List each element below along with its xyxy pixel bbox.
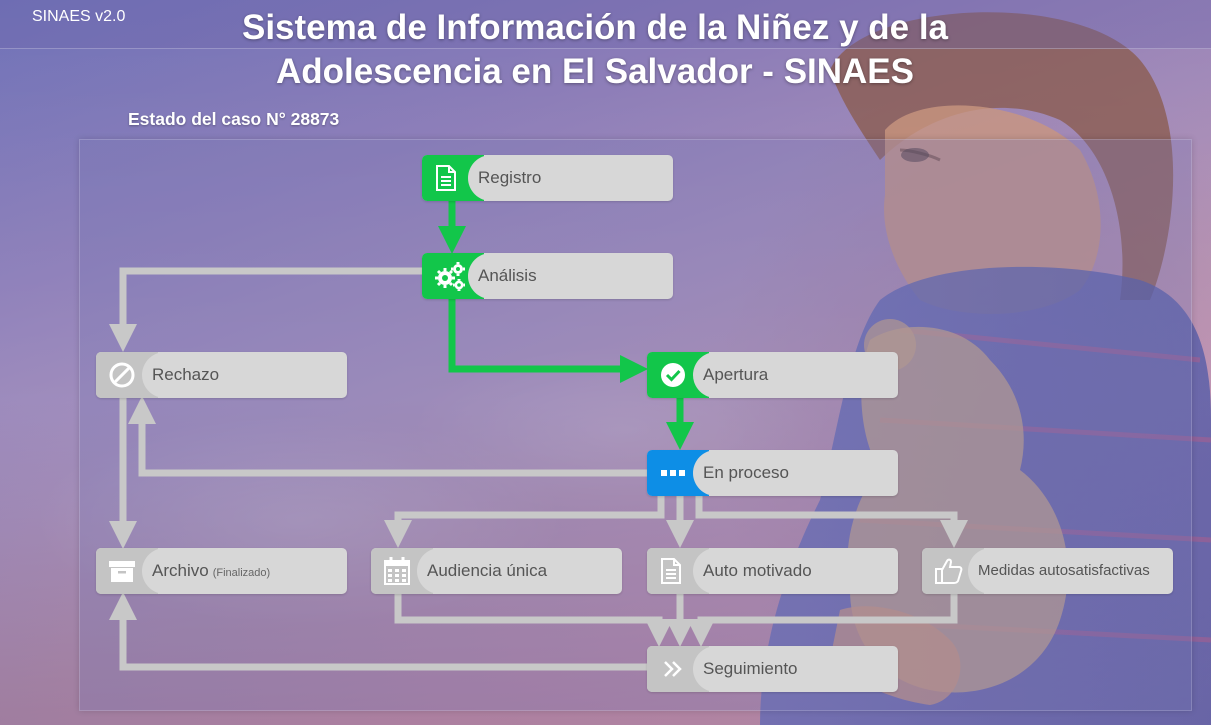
node-medidas-autosatisfactivas[interactable]: Medidas autosatisfactivas xyxy=(922,548,1173,594)
node-label: Análisis xyxy=(478,266,537,285)
case-status-heading: Estado del caso N° 28873 xyxy=(128,109,340,129)
node-auto-motivado[interactable]: Auto motivado xyxy=(647,548,898,594)
workflow-panel xyxy=(79,139,1192,711)
node-label: Apertura xyxy=(703,365,769,384)
top-bar xyxy=(0,0,1211,49)
edge-enproceso-audiencia xyxy=(384,496,665,548)
edge-analisis-apertura xyxy=(448,299,648,383)
edge-medidas-seguimiento xyxy=(687,594,958,647)
node-seguimiento[interactable]: Seguimiento xyxy=(647,646,898,692)
node-label: Rechazo xyxy=(152,365,220,384)
node-label: Archivo(Finalizado) xyxy=(152,548,270,594)
node-label: Audiencia única xyxy=(427,561,548,580)
node-apertura[interactable]: Apertura xyxy=(647,352,898,398)
node-label-text: Archivo xyxy=(152,561,209,580)
edge-seguimiento-archivo xyxy=(109,592,650,671)
node-label: Medidas autosatisfactivas xyxy=(978,562,1150,579)
node-label: Registro xyxy=(478,168,542,187)
node-label: Seguimiento xyxy=(703,659,798,678)
node-label: En proceso xyxy=(703,463,789,482)
edge-enproceso-medidas xyxy=(695,496,968,548)
node-archivo[interactable]: Archivo(Finalizado) xyxy=(96,548,347,594)
node-analisis[interactable]: Análisis xyxy=(422,253,673,299)
edge-audiencia-seguimiento xyxy=(394,594,673,647)
node-sublabel: (Finalizado) xyxy=(212,567,271,579)
node-audiencia-unica[interactable]: Audiencia única xyxy=(371,548,622,594)
node-en-proceso[interactable]: En proceso xyxy=(647,450,898,496)
node-label: Auto motivado xyxy=(703,561,812,580)
node-rechazo[interactable]: Rechazo xyxy=(96,352,347,398)
app-brand[interactable]: SINAES v2.0 xyxy=(32,8,126,25)
page-title: Sistema de Información de la Niñez y de … xyxy=(241,8,949,91)
edge-enproceso-rechazo xyxy=(128,396,650,477)
node-registro[interactable]: Registro xyxy=(422,155,673,201)
edge-analisis-rechazo xyxy=(109,267,424,352)
